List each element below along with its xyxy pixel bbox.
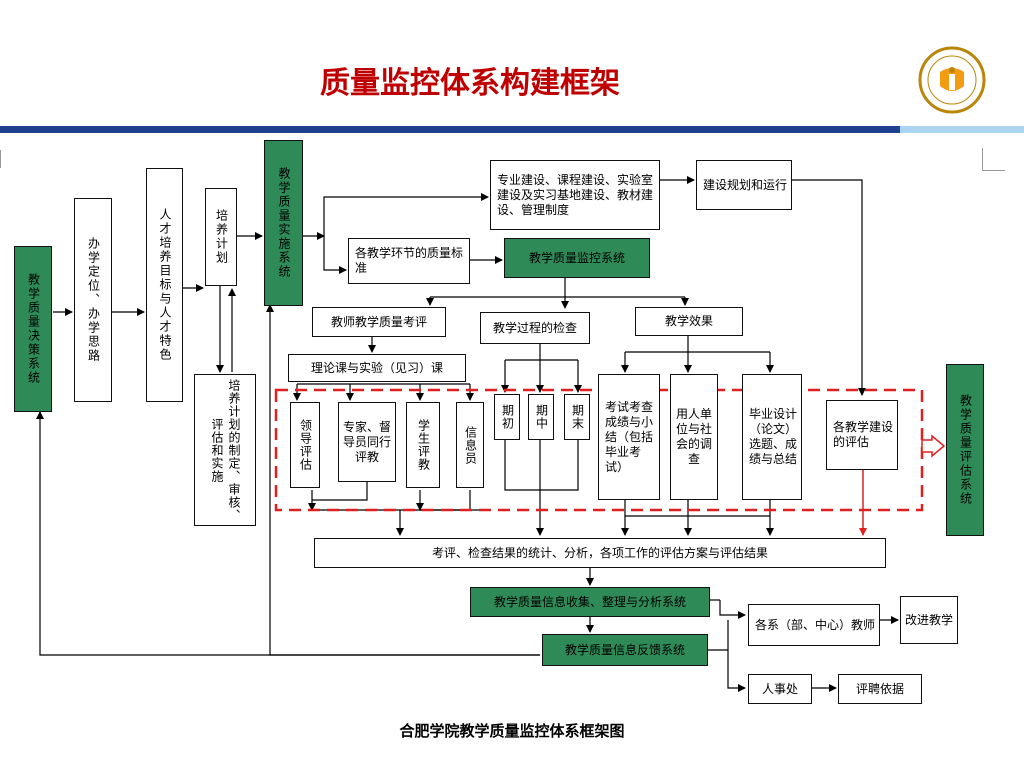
- node-position: 办学定位、办学思路: [74, 198, 112, 402]
- node-results-label: 考评、检查结果的统计、分析，各项工作的评估方案与评估结果: [431, 545, 768, 560]
- node-leader: 领导评估: [290, 402, 320, 488]
- node-monitor-label: 教学质量监控系统: [528, 250, 625, 265]
- figure-caption: 合肥学院教学质量监控体系框架图: [399, 722, 625, 740]
- node-collect-label: 教学质量信息收集、整理与分析系统: [493, 594, 686, 609]
- node-implement-label: 教学质量实施系统: [277, 167, 291, 279]
- node-construction-label: 专业建设、课程建设、实验室建设及实习基地建设、教材建设、管理制度: [497, 172, 654, 217]
- node-plan: 培养计划: [205, 188, 237, 286]
- node-theory-label: 理论课与实验（见习）课: [310, 360, 443, 375]
- node-assess-system: 教学质量评估系统: [946, 364, 984, 536]
- corner-mark-left: [0, 150, 3, 168]
- node-position-label: 办学定位、办学思路: [86, 237, 101, 363]
- node-early-label: 期初: [500, 404, 515, 430]
- node-thesis-label: 毕业设计（论文）选题、成绩与总结: [749, 407, 798, 466]
- header-band-accent: [900, 126, 1024, 133]
- node-collect-system: 教学质量信息收集、整理与分析系统: [470, 587, 710, 617]
- node-exam: 考试考查成绩与小结（包括毕业考试）: [598, 374, 660, 500]
- node-plan-check: 培养计划的制定、审核、评估和实施: [194, 374, 256, 526]
- node-early: 期初: [494, 394, 520, 440]
- node-students-label: 学生评教: [416, 419, 431, 471]
- node-construction: 专业建设、课程建设、实验室建设及实习基地建设、教材建设、管理制度: [490, 160, 660, 230]
- node-final-label: 期末: [570, 404, 585, 430]
- node-decision-label: 教学质量决策系统: [26, 273, 41, 385]
- node-planning-label: 建设规划和运行: [703, 177, 788, 192]
- node-final: 期末: [564, 394, 590, 440]
- node-hr: 人事处: [748, 674, 812, 704]
- node-dept-eval: 各教学建设的评估: [826, 400, 898, 470]
- node-hr-label: 人事处: [761, 681, 798, 696]
- node-employer-label: 用人单位与社会的调查: [675, 407, 712, 466]
- node-info: 信息员: [456, 402, 484, 488]
- node-theory: 理论课与实验（见习）课: [288, 354, 466, 382]
- node-standards-label: 各教学环节的质量标准: [355, 246, 464, 275]
- node-plan-check-label: 培养计划的制定、审核、评估和实施: [210, 378, 241, 522]
- node-dept-eval-label: 各教学建设的评估: [833, 420, 894, 449]
- node-experts: 专家、督导员同行评教: [338, 402, 396, 482]
- node-assess-label: 教学质量评估系统: [958, 394, 973, 506]
- node-employer: 用人单位与社会的调查: [670, 374, 718, 500]
- node-departments-label: 各系（部、中心）教师: [755, 617, 876, 632]
- node-talent: 人才培养目标与人才特色: [146, 168, 183, 402]
- node-talent-label: 人才培养目标与人才特色: [158, 208, 172, 362]
- node-experts-label: 专家、督导员同行评教: [342, 419, 391, 464]
- node-feedback-system: 教学质量信息反馈系统: [542, 634, 708, 666]
- node-standards: 各教学环节的质量标准: [348, 238, 470, 284]
- corner-mark-right: [982, 148, 1005, 171]
- node-feedback-label: 教学质量信息反馈系统: [564, 642, 685, 657]
- node-departments: 各系（部、中心）教师: [748, 604, 880, 646]
- college-logo-icon: [918, 46, 986, 114]
- node-hire: 评聘依据: [838, 674, 922, 704]
- node-planning: 建设规划和运行: [696, 160, 792, 210]
- node-implement-system: 教学质量实施系统: [264, 140, 303, 306]
- node-mid-label: 期中: [534, 404, 549, 430]
- node-students: 学生评教: [406, 402, 440, 488]
- node-effect-label: 教学效果: [664, 314, 713, 328]
- node-plan-label: 培养计划: [214, 209, 229, 265]
- header-band: [0, 126, 900, 133]
- node-results: 考评、检查结果的统计、分析，各项工作的评估方案与评估结果: [314, 538, 886, 568]
- node-leader-label: 领导评估: [298, 419, 313, 471]
- node-hire-label: 评聘依据: [855, 681, 904, 696]
- node-teacher-eval: 教师教学质量考评: [312, 307, 446, 337]
- node-decision-system: 教学质量决策系统: [14, 246, 52, 412]
- node-info-label: 信息员: [463, 425, 478, 465]
- node-teacher-eval-label: 教师教学质量考评: [330, 314, 427, 329]
- node-process-check: 教学过程的检查: [480, 312, 590, 344]
- node-effect: 教学效果: [635, 307, 743, 336]
- node-improve: 改进教学: [900, 596, 958, 644]
- node-exam-label: 考试考查成绩与小结（包括毕业考试）: [605, 399, 654, 474]
- page-title: 质量监控体系构建框架: [320, 66, 620, 101]
- node-mid: 期中: [528, 394, 554, 440]
- node-process-check-label: 教学过程的检查: [492, 320, 577, 335]
- node-thesis: 毕业设计（论文）选题、成绩与总结: [742, 374, 802, 500]
- node-improve-label: 改进教学: [904, 612, 953, 627]
- node-monitor-system: 教学质量监控系统: [504, 238, 650, 278]
